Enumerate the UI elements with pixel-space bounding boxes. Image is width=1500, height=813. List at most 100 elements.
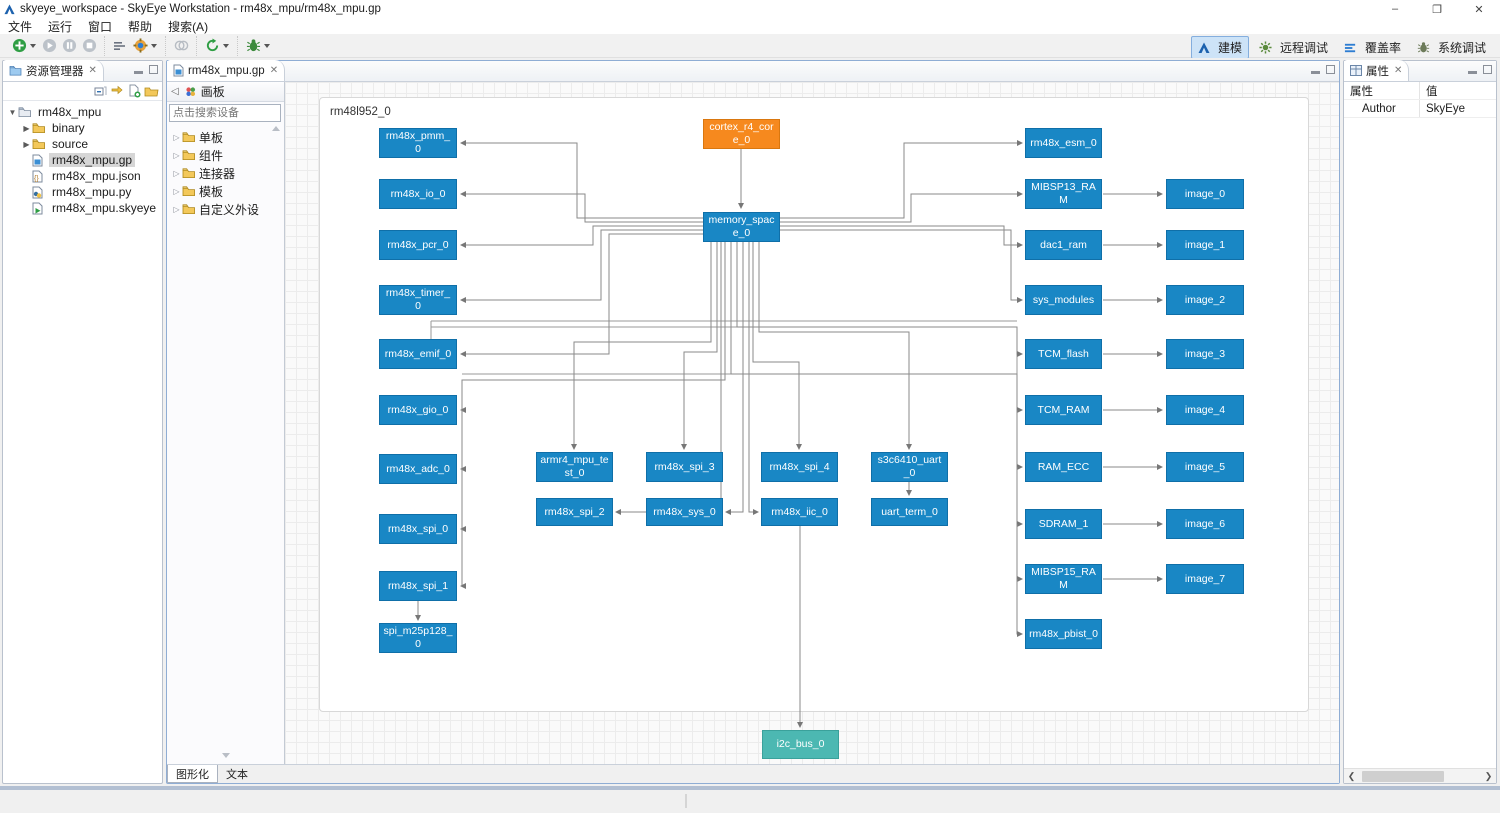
perspective-覆盖率[interactable]: 覆盖率 (1338, 37, 1407, 58)
node-rm48x_emif_0[interactable]: rm48x_emif_0 (379, 339, 457, 369)
menu-item-0[interactable]: 文件 (8, 19, 33, 34)
node-rm48x_adc_0[interactable]: rm48x_adc_0 (379, 454, 457, 484)
node-s3c6410_uart_0[interactable]: s3c6410_uart_0 (871, 452, 948, 482)
node-rm48x_gio_0[interactable]: rm48x_gio_0 (379, 395, 457, 425)
node-TCM_flash[interactable]: TCM_flash (1025, 339, 1102, 369)
palette-config-caret[interactable] (151, 43, 157, 48)
scroll-left-icon[interactable]: ❮ (1347, 770, 1356, 781)
stop-button[interactable] (79, 36, 99, 56)
new-wizard-caret[interactable] (30, 43, 36, 48)
palette-category-模板[interactable]: ▷模板 (167, 182, 284, 200)
node-SDRAM_1[interactable]: SDRAM_1 (1025, 509, 1102, 539)
node-rm48x_timer_0[interactable]: rm48x_timer_0 (379, 285, 457, 315)
node-rm48x_sys_0[interactable]: rm48x_sys_0 (646, 498, 723, 526)
collapsed-arrow-icon[interactable]: ▷ (173, 132, 180, 142)
explorer-maximize-icon[interactable] (149, 65, 158, 74)
node-rm48x_spi_3[interactable]: rm48x_spi_3 (646, 452, 723, 482)
bottom-tab-文本[interactable]: 文本 (226, 769, 248, 781)
node-uart_term_0[interactable]: uart_term_0 (871, 498, 948, 526)
properties-maximize-icon[interactable] (1483, 65, 1492, 74)
new-wizard-button[interactable] (9, 36, 29, 56)
debug-caret[interactable] (264, 43, 270, 48)
tree-item-binary[interactable]: ▶binary (3, 120, 162, 136)
menu-item-1[interactable]: 运行 (48, 19, 73, 34)
collapsed-arrow-icon[interactable]: ▷ (173, 150, 180, 160)
palette-config-icon[interactable] (130, 36, 150, 56)
editor-minimize-icon[interactable] (1311, 71, 1320, 74)
editor-tab[interactable]: rm48x_mpu.gp ✕ (167, 60, 286, 81)
node-dac1_ram[interactable]: dac1_ram (1025, 230, 1102, 260)
tree-item-rm48x_mpu.gp[interactable]: rm48x_mpu.gp (3, 152, 162, 168)
properties-hscrollbar[interactable]: ❮ ❯ (1344, 768, 1496, 783)
node-MIBSP15_RAM[interactable]: MIBSP15_RAM (1025, 564, 1102, 594)
collapsed-arrow-icon[interactable]: ▷ (173, 186, 180, 196)
node-image_5[interactable]: image_5 (1166, 452, 1244, 482)
tree-item-rm48x_mpu[interactable]: ▼rm48x_mpu (3, 104, 162, 120)
link-with-editor-icon[interactable] (110, 84, 124, 98)
node-MIBSP13_RAM[interactable]: MIBSP13_RAM (1025, 179, 1102, 209)
properties-minimize-icon[interactable] (1468, 71, 1477, 74)
explorer-tab[interactable]: 资源管理器 ✕ (3, 60, 104, 81)
menu-item-3[interactable]: 帮助 (128, 19, 153, 34)
palette-category-单板[interactable]: ▷单板 (167, 128, 284, 146)
node-sys_modules[interactable]: sys_modules (1025, 285, 1102, 315)
palette-category-连接器[interactable]: ▷连接器 (167, 164, 284, 182)
node-RAM_ECC[interactable]: RAM_ECC (1025, 452, 1102, 482)
filter-disabled-icon[interactable] (171, 36, 191, 56)
node-image_4[interactable]: image_4 (1166, 395, 1244, 425)
tree-item-rm48x_mpu.json[interactable]: {}rm48x_mpu.json (3, 168, 162, 184)
expanded-arrow-icon[interactable]: ▼ (8, 107, 17, 117)
board-container[interactable]: rm48l952_0 (319, 97, 1309, 712)
node-rm48x_esm_0[interactable]: rm48x_esm_0 (1025, 128, 1102, 158)
node-image_3[interactable]: image_3 (1166, 339, 1244, 369)
node-rm48x_pcr_0[interactable]: rm48x_pcr_0 (379, 230, 457, 260)
editor-maximize-icon[interactable] (1326, 65, 1335, 74)
node-image_0[interactable]: image_0 (1166, 179, 1244, 209)
palette-scroll-down-icon[interactable] (222, 753, 230, 758)
node-armr4_mpu_test_0[interactable]: armr4_mpu_test_0 (536, 452, 613, 482)
restore-button[interactable]: ❐ (1432, 3, 1442, 16)
properties-close-icon[interactable]: ✕ (1394, 65, 1403, 76)
explorer-minimize-icon[interactable] (134, 71, 143, 74)
debug-bug-icon[interactable] (243, 36, 263, 56)
palette-search-input[interactable] (169, 104, 281, 122)
palette-category-自定义外设[interactable]: ▷自定义外设 (167, 200, 284, 218)
node-TCM_RAM[interactable]: TCM_RAM (1025, 395, 1102, 425)
node-rm48x_spi_2[interactable]: rm48x_spi_2 (536, 498, 613, 526)
editor-tab-close-icon[interactable]: ✕ (269, 65, 279, 76)
perspective-建模[interactable]: 建模 (1190, 36, 1249, 59)
diagram-canvas[interactable]: rm48l952_0 cortex_r4_core_0 memory_space_… (285, 82, 1339, 764)
node-spi_m25p128_0[interactable]: spi_m25p128_0 (379, 623, 457, 653)
minimize-button[interactable]: – (1391, 3, 1399, 15)
tree-item-source[interactable]: ▶source (3, 136, 162, 152)
node-cortex_r4_core_0[interactable]: cortex_r4_core_0 (703, 119, 780, 149)
node-rm48x_iic_0[interactable]: rm48x_iic_0 (761, 498, 838, 526)
perspective-远程调试[interactable]: 远程调试 (1253, 37, 1334, 58)
node-rm48x_io_0[interactable]: rm48x_io_0 (379, 179, 457, 209)
new-file-icon[interactable] (127, 84, 141, 98)
bottom-tab-图形化[interactable]: 图形化 (167, 765, 218, 783)
node-image_1[interactable]: image_1 (1166, 230, 1244, 260)
node-image_2[interactable]: image_2 (1166, 285, 1244, 315)
node-rm48x_pmm_0[interactable]: rm48x_pmm_0 (379, 128, 457, 158)
explorer-close-icon[interactable]: ✕ (88, 65, 97, 76)
palette-category-组件[interactable]: ▷组件 (167, 146, 284, 164)
palette-scroll-up-icon[interactable] (272, 126, 280, 131)
node-rm48x_spi_1[interactable]: rm48x_spi_1 (379, 571, 457, 601)
perspective-系统调试[interactable]: 系统调试 (1411, 37, 1492, 58)
refresh-run-icon[interactable] (202, 36, 222, 56)
collapsed-arrow-icon[interactable]: ▶ (23, 123, 30, 133)
scrollbar-thumb[interactable] (1362, 770, 1444, 782)
node-rm48x_pbist_0[interactable]: rm48x_pbist_0 (1025, 619, 1102, 649)
node-memory_space_0[interactable]: memory_space_0 (703, 212, 780, 242)
node-image_6[interactable]: image_6 (1166, 509, 1244, 539)
collapsed-arrow-icon[interactable]: ▷ (173, 168, 180, 178)
node-rm48x_spi_4[interactable]: rm48x_spi_4 (761, 452, 838, 482)
close-button[interactable]: ✕ (1474, 3, 1484, 16)
menu-item-2[interactable]: 窗口 (88, 19, 113, 34)
tree-item-rm48x_mpu.py[interactable]: rm48x_mpu.py (3, 184, 162, 200)
refresh-run-caret[interactable] (223, 43, 229, 48)
menu-item-4[interactable]: 搜索(A) (168, 19, 209, 34)
collapsed-arrow-icon[interactable]: ▶ (23, 139, 30, 149)
